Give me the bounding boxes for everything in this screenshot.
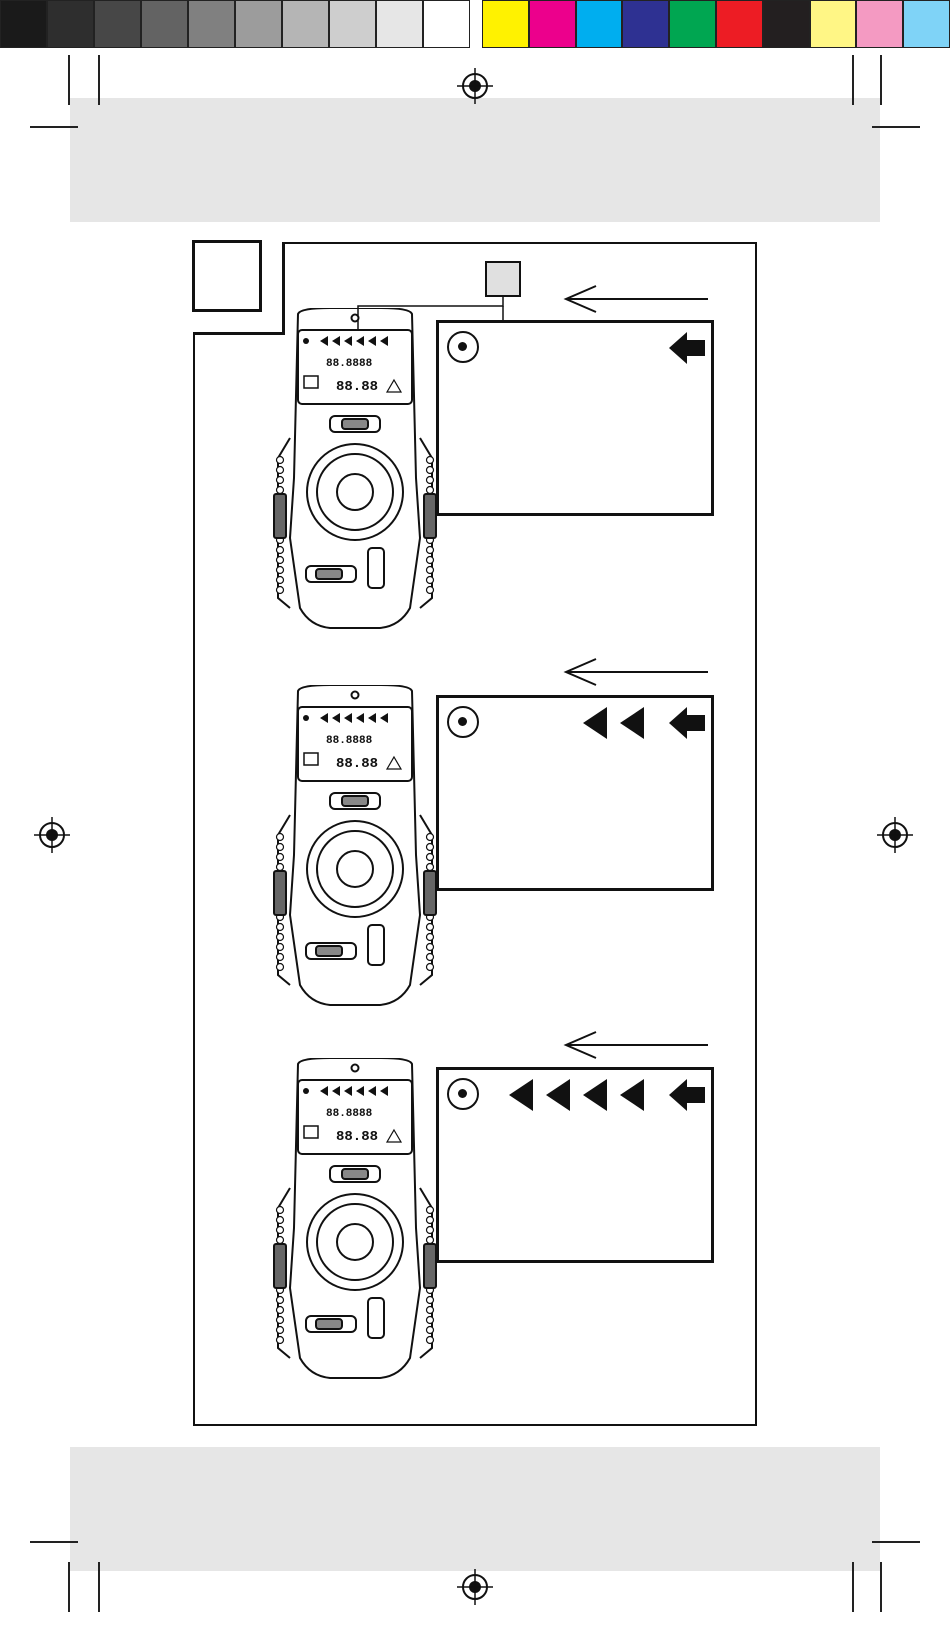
color-swatch: [856, 0, 903, 48]
color-swatch: [141, 0, 188, 48]
color-swatch: [903, 0, 950, 48]
color-swatch: [716, 0, 763, 48]
device-lcd-bottom-digits: 88.88: [336, 379, 378, 395]
lcd-detail-panel: [436, 320, 714, 516]
registration-mark-icon: [875, 815, 915, 855]
top-gray-band: [70, 98, 880, 222]
segment-triangle-icon: [583, 1079, 607, 1111]
crop-mark: [98, 1562, 100, 1612]
color-swatch: [622, 0, 669, 48]
crop-mark: [872, 1541, 920, 1543]
crop-mark: [30, 126, 78, 128]
distance-segments: [465, 331, 705, 365]
device-outline: 88.8888 88.88: [270, 685, 440, 1025]
segment-triangle-icon: [620, 1079, 644, 1111]
laser-distance-meter: 88.8888 88.88: [270, 1058, 440, 1398]
distance-segments: [465, 1078, 705, 1112]
crop-mark: [880, 1562, 882, 1612]
bottom-gray-band: [70, 1447, 880, 1571]
color-swatch: [529, 0, 576, 48]
color-swatch: [0, 0, 47, 48]
crop-mark: [98, 55, 100, 105]
crop-mark: [872, 126, 920, 128]
color-swatch: [669, 0, 716, 48]
segment-triangle-icon: [583, 707, 607, 739]
lcd-detail-panel: [436, 695, 714, 891]
crop-mark: [852, 55, 854, 105]
color-swatch-bar: [482, 0, 950, 50]
device-lcd-top-digits: 88.8888: [326, 1108, 373, 1120]
crop-mark: [30, 1541, 78, 1543]
color-swatch: [235, 0, 282, 48]
device-outline: 88.8888 88.88: [270, 1058, 440, 1398]
color-swatch: [763, 0, 810, 48]
device-lcd-top-digits: 88.8888: [326, 358, 373, 370]
color-swatch: [810, 0, 857, 48]
left-arrow-icon: [562, 657, 712, 687]
laser-distance-meter: 88.8888 88.88: [270, 685, 440, 1025]
left-arrow-icon: [562, 1030, 712, 1060]
segment-triangle-icon: [620, 707, 644, 739]
color-swatch: [188, 0, 235, 48]
left-arrow-icon: [562, 284, 712, 314]
registration-mark-icon: [32, 815, 72, 855]
gray-swatch-bar: [0, 0, 470, 50]
distance-segments: [465, 706, 705, 740]
segment-triangle-icon: [509, 1079, 533, 1111]
callout-box: [485, 261, 521, 297]
color-swatch: [47, 0, 94, 48]
crop-mark: [68, 55, 70, 105]
laser-distance-meter: 88.8888 88.88: [270, 308, 440, 648]
lcd-detail-panel: [436, 1067, 714, 1263]
color-swatch: [482, 0, 529, 48]
crop-mark: [852, 1562, 854, 1612]
segment-triangle-icon: [546, 1079, 570, 1111]
segment-arrow-icon: [669, 332, 705, 364]
crop-mark: [68, 1562, 70, 1612]
color-swatch: [576, 0, 623, 48]
step-number-box: [192, 240, 262, 312]
color-swatch: [376, 0, 423, 48]
color-swatch: [282, 0, 329, 48]
segment-arrow-icon: [669, 1079, 705, 1111]
registration-mark-icon: [455, 1567, 495, 1607]
crop-mark: [880, 55, 882, 105]
device-lcd-top-digits: 88.8888: [326, 735, 373, 747]
registration-mark-icon: [455, 66, 495, 106]
color-swatch: [94, 0, 141, 48]
device-outline: 88.8888 88.88: [270, 308, 440, 648]
color-swatch: [329, 0, 376, 48]
device-lcd-bottom-digits: 88.88: [336, 756, 378, 772]
color-swatch: [423, 0, 470, 48]
device-lcd-bottom-digits: 88.88: [336, 1129, 378, 1145]
segment-arrow-icon: [669, 707, 705, 739]
